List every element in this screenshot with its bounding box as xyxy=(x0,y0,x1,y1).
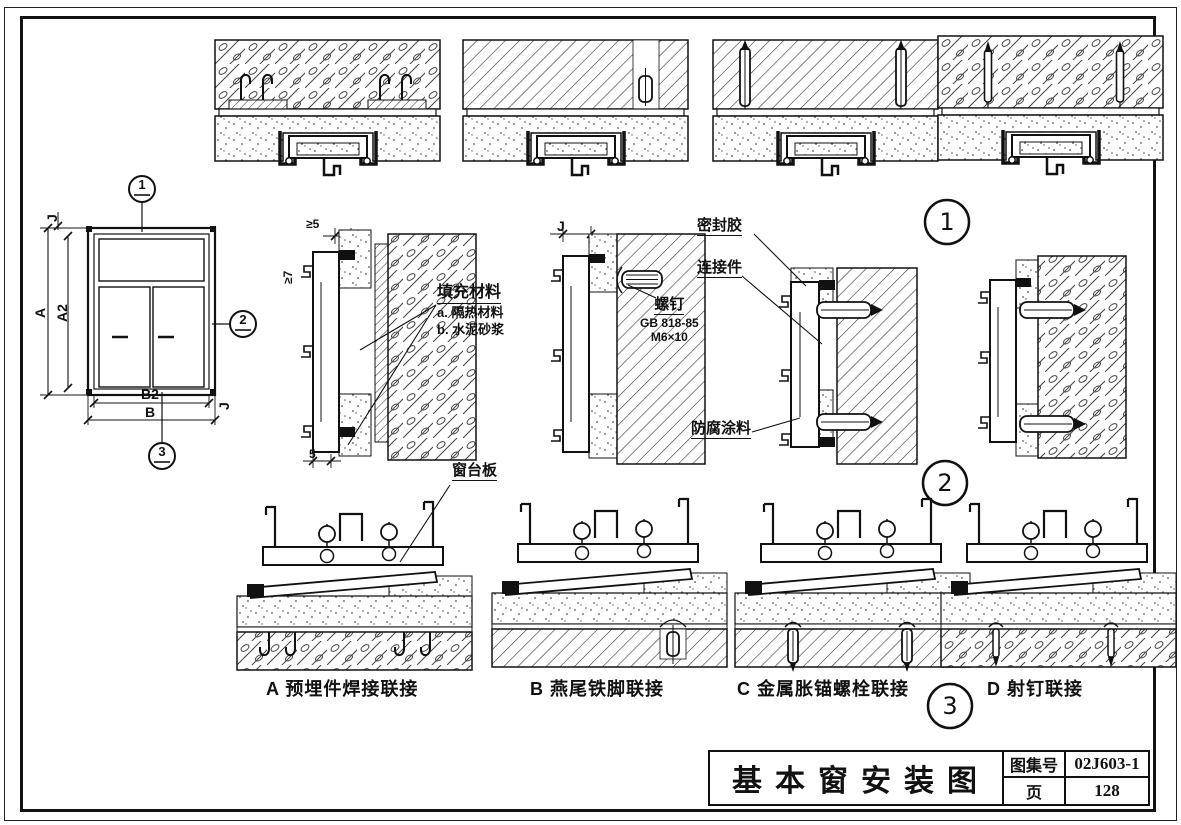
page-number-value: 128 xyxy=(1094,781,1120,800)
caption-detail-a: A 预埋件焊接联接 xyxy=(266,679,419,699)
callout-anticorrosive: 防腐涂料 xyxy=(691,420,752,440)
window-elevation xyxy=(40,175,257,470)
head-detail-a xyxy=(214,39,441,175)
detail-circle-1 xyxy=(923,198,971,246)
section-mark-1: 1 xyxy=(138,177,146,192)
detail-number-1: 1 xyxy=(939,208,955,236)
page-border-outer xyxy=(4,7,1177,821)
sill-detail-c xyxy=(733,497,972,673)
elevation-dim-b2: B2 xyxy=(141,386,159,402)
fill-material-label: 填充材料 xyxy=(437,284,502,305)
callout-sealant: 密封胶 xyxy=(697,217,743,237)
caption-detail-d: D 射钉联接 xyxy=(987,679,1083,699)
section-mark-2: 2 xyxy=(239,312,247,327)
section-mark-3: 3 xyxy=(158,444,166,459)
callout-fill-material: 填充材料 a. 隔热材料 b. 水泥砂浆 xyxy=(437,284,504,338)
detail-number-2: 2 xyxy=(937,469,953,497)
head-detail-d xyxy=(937,35,1164,174)
sill-detail-d xyxy=(939,497,1178,668)
fill-option-a: a. 隔热材料 xyxy=(437,305,504,321)
dim-ge5: ≥5 xyxy=(306,217,320,231)
title-block-grid: 图集号 02J603-1 页 128 xyxy=(1002,752,1148,804)
detail-circle-3 xyxy=(926,682,974,730)
sill-detail-b xyxy=(490,497,729,668)
title-block: 基本窗安装图 图集号 02J603-1 页 128 xyxy=(708,750,1150,806)
elevation-dim-j-top: J xyxy=(44,214,60,222)
elevation-dim-j-bottom: J xyxy=(216,402,232,410)
elevation-dim-a2: A2 xyxy=(54,304,70,322)
sill-detail-a xyxy=(235,500,474,671)
callout-sill-board: 窗台板 xyxy=(452,462,498,482)
sheet-title: 基本窗安装图 xyxy=(732,765,990,798)
jamb-detail-4 xyxy=(977,255,1127,459)
detail-circle-2 xyxy=(921,459,969,507)
elevation-dim-b: B xyxy=(144,404,156,420)
screw-size: M6×10 xyxy=(650,330,688,345)
callout-connector: 连接件 xyxy=(697,259,743,279)
screw-standard: GB 818-85 xyxy=(640,316,699,331)
head-detail-b xyxy=(462,39,689,175)
dim-j: J xyxy=(557,218,565,234)
dim-5: 5 xyxy=(309,447,316,461)
screw-label: 螺钉 xyxy=(654,296,685,316)
callout-screw: 螺钉 GB 818-85 M6×10 xyxy=(640,296,699,345)
detail-number-3: 3 xyxy=(942,692,958,720)
page-border-inner xyxy=(20,16,1156,812)
jamb-detail-3 xyxy=(778,267,918,465)
caption-detail-b: B 燕尾铁脚联接 xyxy=(530,679,664,699)
leader-lines xyxy=(347,233,823,563)
page-number-label: 页 xyxy=(1004,778,1066,804)
elevation-dim-a: A xyxy=(32,307,48,318)
jamb-detail-2 xyxy=(550,226,706,465)
caption-detail-c: C 金属胀锚螺栓联接 xyxy=(737,679,909,699)
fill-option-b: b. 水泥砂浆 xyxy=(437,322,505,338)
head-detail-c xyxy=(712,39,939,175)
atlas-number-value: 02J603-1 xyxy=(1066,752,1148,778)
jamb-detail-1 xyxy=(300,228,477,468)
dim-ge7: ≥7 xyxy=(281,270,295,284)
atlas-number-label: 图集号 xyxy=(1004,752,1066,778)
